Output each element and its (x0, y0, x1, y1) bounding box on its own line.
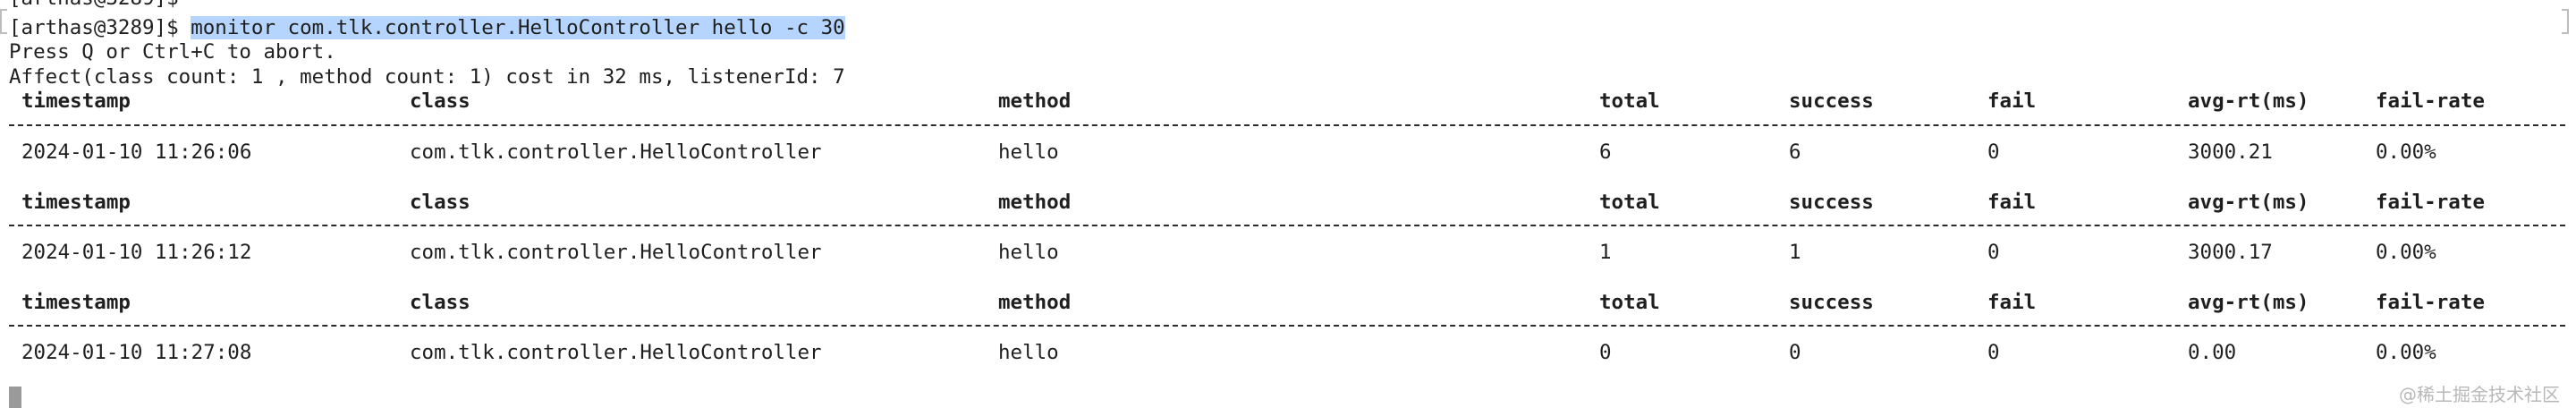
cell-timestamp: 2024-01-10 11:26:12 (21, 241, 252, 264)
command-line[interactable]: [arthas@3289]$ monitor com.tlk.controlle… (9, 15, 845, 40)
header-timestamp: timestamp (21, 191, 131, 214)
header-avg-rt: avg-rt(ms) (2188, 191, 2309, 214)
header-avg-rt: avg-rt(ms) (2188, 291, 2309, 314)
scroll-mark-left (0, 9, 7, 34)
header-total: total (1599, 89, 1660, 113)
prompt: [arthas@3289]$ (9, 16, 191, 39)
cell-timestamp: 2024-01-10 11:27:08 (21, 341, 252, 364)
header-success: success (1789, 89, 1874, 113)
header-fail-rate: fail-rate (2376, 89, 2485, 113)
header-total: total (1599, 291, 1660, 314)
header-fail: fail (1987, 291, 2037, 314)
abort-hint: Press Q or Ctrl+C to abort. (9, 40, 336, 64)
cell-success: 1 (1789, 241, 1801, 264)
cell-success: 0 (1789, 341, 1801, 364)
selected-command[interactable]: monitor com.tlk.controller.HelloControll… (191, 16, 845, 39)
header-fail-rate: fail-rate (2376, 191, 2485, 214)
cell-total: 6 (1599, 140, 1612, 164)
cell-fail-rate: 0.00% (2376, 241, 2436, 264)
previous-prompt: [arthas@3289]$ (9, 0, 179, 11)
header-fail-rate: fail-rate (2376, 291, 2485, 314)
cell-avg-rt: 0.00 (2188, 341, 2237, 364)
cell-method: hello (998, 140, 1059, 164)
cell-class: com.tlk.controller.HelloController (410, 241, 822, 264)
header-class: class (410, 89, 470, 113)
table-divider (9, 225, 2565, 226)
header-success: success (1789, 291, 1874, 314)
cell-timestamp: 2024-01-10 11:26:06 (21, 140, 252, 164)
header-timestamp: timestamp (21, 291, 131, 314)
cell-fail-rate: 0.00% (2376, 140, 2436, 164)
cell-class: com.tlk.controller.HelloController (410, 140, 822, 164)
cell-success: 6 (1789, 140, 1801, 164)
header-avg-rt: avg-rt(ms) (2188, 89, 2309, 113)
header-method: method (998, 291, 1072, 314)
cell-method: hello (998, 241, 1059, 264)
cell-method: hello (998, 341, 1059, 364)
header-timestamp: timestamp (21, 89, 131, 113)
header-total: total (1599, 191, 1660, 214)
watermark: @稀土掘金技术社区 (2399, 384, 2560, 405)
cell-fail: 0 (1987, 241, 2000, 264)
header-fail: fail (1987, 89, 2037, 113)
scroll-mark-right (2562, 9, 2569, 34)
cell-total: 1 (1599, 241, 1612, 264)
header-class: class (410, 291, 470, 314)
table-divider (9, 124, 2565, 126)
header-method: method (998, 191, 1072, 214)
cell-avg-rt: 3000.21 (2188, 140, 2273, 164)
terminal-cursor[interactable] (9, 387, 21, 408)
header-fail: fail (1987, 191, 2037, 214)
cell-fail: 0 (1987, 140, 2000, 164)
cell-fail-rate: 0.00% (2376, 341, 2436, 364)
header-success: success (1789, 191, 1874, 214)
affect-summary: Affect(class count: 1 , method count: 1)… (9, 65, 845, 89)
table-divider (9, 325, 2565, 327)
cell-fail: 0 (1987, 341, 2000, 364)
cell-avg-rt: 3000.17 (2188, 241, 2273, 264)
header-class: class (410, 191, 470, 214)
header-method: method (998, 89, 1072, 113)
cell-total: 0 (1599, 341, 1612, 364)
cell-class: com.tlk.controller.HelloController (410, 341, 822, 364)
